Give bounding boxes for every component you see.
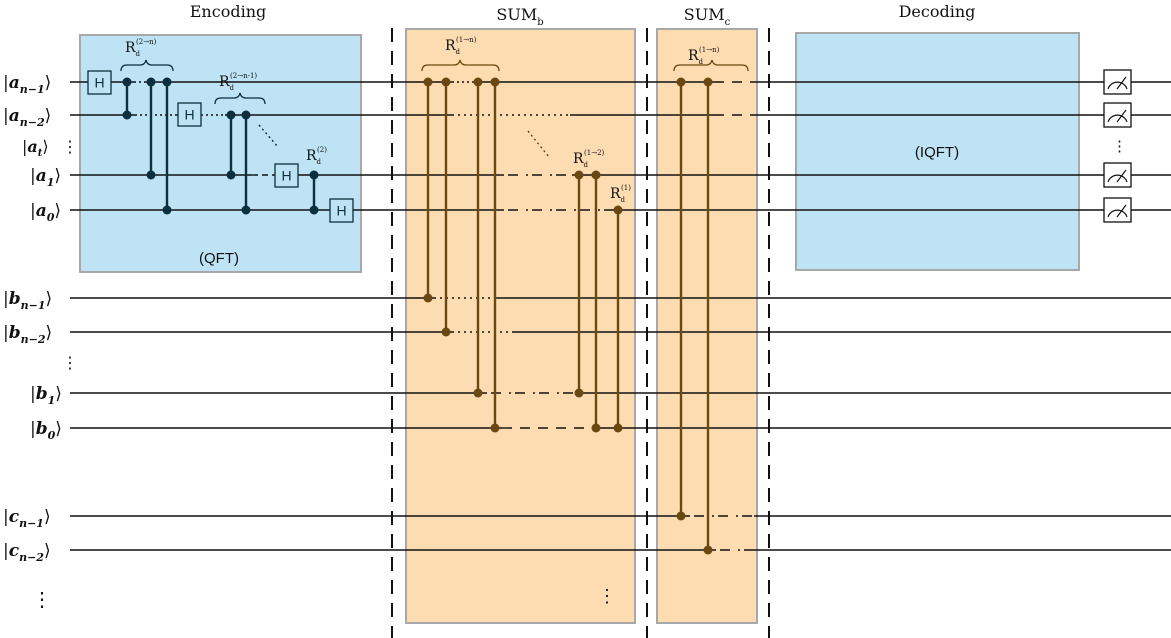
control-dot: [162, 77, 172, 87]
control-dot: [122, 110, 132, 120]
control-dot: [226, 170, 236, 180]
control-dot: [423, 293, 433, 303]
qft-box: [79, 34, 362, 273]
section-dividers: [391, 28, 770, 638]
label-a-n1: |an−1⟩: [3, 73, 51, 96]
meter-icon: [1103, 197, 1132, 223]
control-dot: [591, 423, 601, 433]
control-dot: [703, 545, 713, 555]
measurement-ellipsis: ⋮: [1112, 137, 1127, 155]
wire-dotted-segments: [134, 81, 754, 551]
control-dot: [676, 511, 686, 521]
label-b-ellipsis: ⋮: [62, 353, 78, 372]
qft-label: (QFT): [199, 250, 239, 267]
sum-c-gates: Rd(1→n): [673, 46, 749, 555]
diagonal-dots: [527, 130, 550, 158]
h-gate: H: [87, 70, 112, 95]
sum-c-title: SUMc: [684, 5, 731, 28]
iqft-label: (IQFT): [915, 144, 959, 161]
meter-icon: [1103, 162, 1132, 188]
control-dot: [613, 423, 623, 433]
label-c-n2: |cn−2⟩: [3, 541, 51, 564]
brace: [120, 59, 174, 72]
svg-text:H: H: [184, 107, 194, 123]
meter-icon: [1103, 69, 1132, 95]
label-a-t-ellipsis: ⋮: [62, 137, 78, 156]
label-a-t: |at⟩: [22, 137, 49, 159]
rotation-label: Rd(2): [306, 146, 327, 166]
svg-text:H: H: [336, 203, 346, 219]
svg-text:H: H: [94, 75, 104, 91]
label-c-ellipsis: ⋮: [32, 587, 52, 611]
control-dot: [676, 77, 686, 87]
svg-text:H: H: [281, 168, 291, 184]
control-dot: [241, 110, 251, 120]
control-dot: [241, 205, 251, 215]
qubit-labels: |an−1⟩ |an−2⟩ |at⟩ ⋮ |a1⟩ |a0⟩ |bn−1⟩ |b…: [3, 73, 78, 611]
control-dot: [490, 77, 500, 87]
control-dot: [574, 170, 584, 180]
control-dot: [122, 77, 132, 87]
label-a-1: |a1⟩: [30, 166, 61, 189]
control-dot: [591, 170, 601, 180]
label-a-n2: |an−2⟩: [3, 106, 51, 129]
control-dot: [162, 205, 172, 215]
label-b-n2: |bn−2⟩: [3, 323, 52, 346]
control-dot: [146, 77, 156, 87]
control-dot: [146, 170, 156, 180]
control-dot: [309, 170, 319, 180]
rotation-label: Rd(1→n): [688, 46, 720, 66]
control-dot: [574, 388, 584, 398]
control-dot: [703, 77, 713, 87]
h-gate: H: [274, 163, 299, 188]
label-b-n1: |bn−1⟩: [3, 289, 52, 312]
measurements: ⋮: [1103, 69, 1132, 223]
rotation-label: Rd(1): [610, 184, 631, 204]
label-b-1: |b1⟩: [30, 384, 62, 407]
rotation-label: Rd(1→n): [445, 36, 477, 56]
sum-b-box: [405, 28, 636, 624]
label-b-0: |b0⟩: [30, 419, 62, 442]
brace: [673, 59, 749, 72]
control-dot: [613, 205, 623, 215]
h-gate: H: [177, 102, 202, 127]
rotation-label: Rd(1→2): [573, 149, 605, 169]
sum-b-ellipsis: ⋮: [598, 586, 616, 607]
iqft-box: [795, 32, 1080, 271]
sum-b-title: SUMb: [496, 5, 543, 28]
rotation-label: Rd(2→n-1): [219, 72, 257, 92]
control-dot: [226, 110, 236, 120]
rotation-label: Rd(2→n): [125, 38, 157, 58]
label-c-n1: |cn−1⟩: [3, 507, 51, 530]
sum-b-gates: Rd(1→n) Rd(1→2) Rd(1) ⋮: [421, 36, 631, 607]
h-gate: H: [329, 198, 354, 223]
meter-icon: [1103, 102, 1132, 128]
encoding-title: Encoding: [190, 2, 266, 21]
encoding-gates: H H H H Rd(2→n) Rd(2→n-1) Rd(2) (QFT): [87, 38, 354, 267]
control-dot: [473, 77, 483, 87]
control-dot: [423, 77, 433, 87]
label-a-0: |a0⟩: [30, 201, 61, 224]
brace: [214, 92, 266, 105]
control-dot: [441, 77, 451, 87]
control-dot: [309, 205, 319, 215]
control-dot: [490, 423, 500, 433]
control-dot: [473, 388, 483, 398]
decoding-title: Decoding: [899, 2, 976, 21]
brace: [421, 59, 500, 72]
control-dot: [441, 327, 451, 337]
